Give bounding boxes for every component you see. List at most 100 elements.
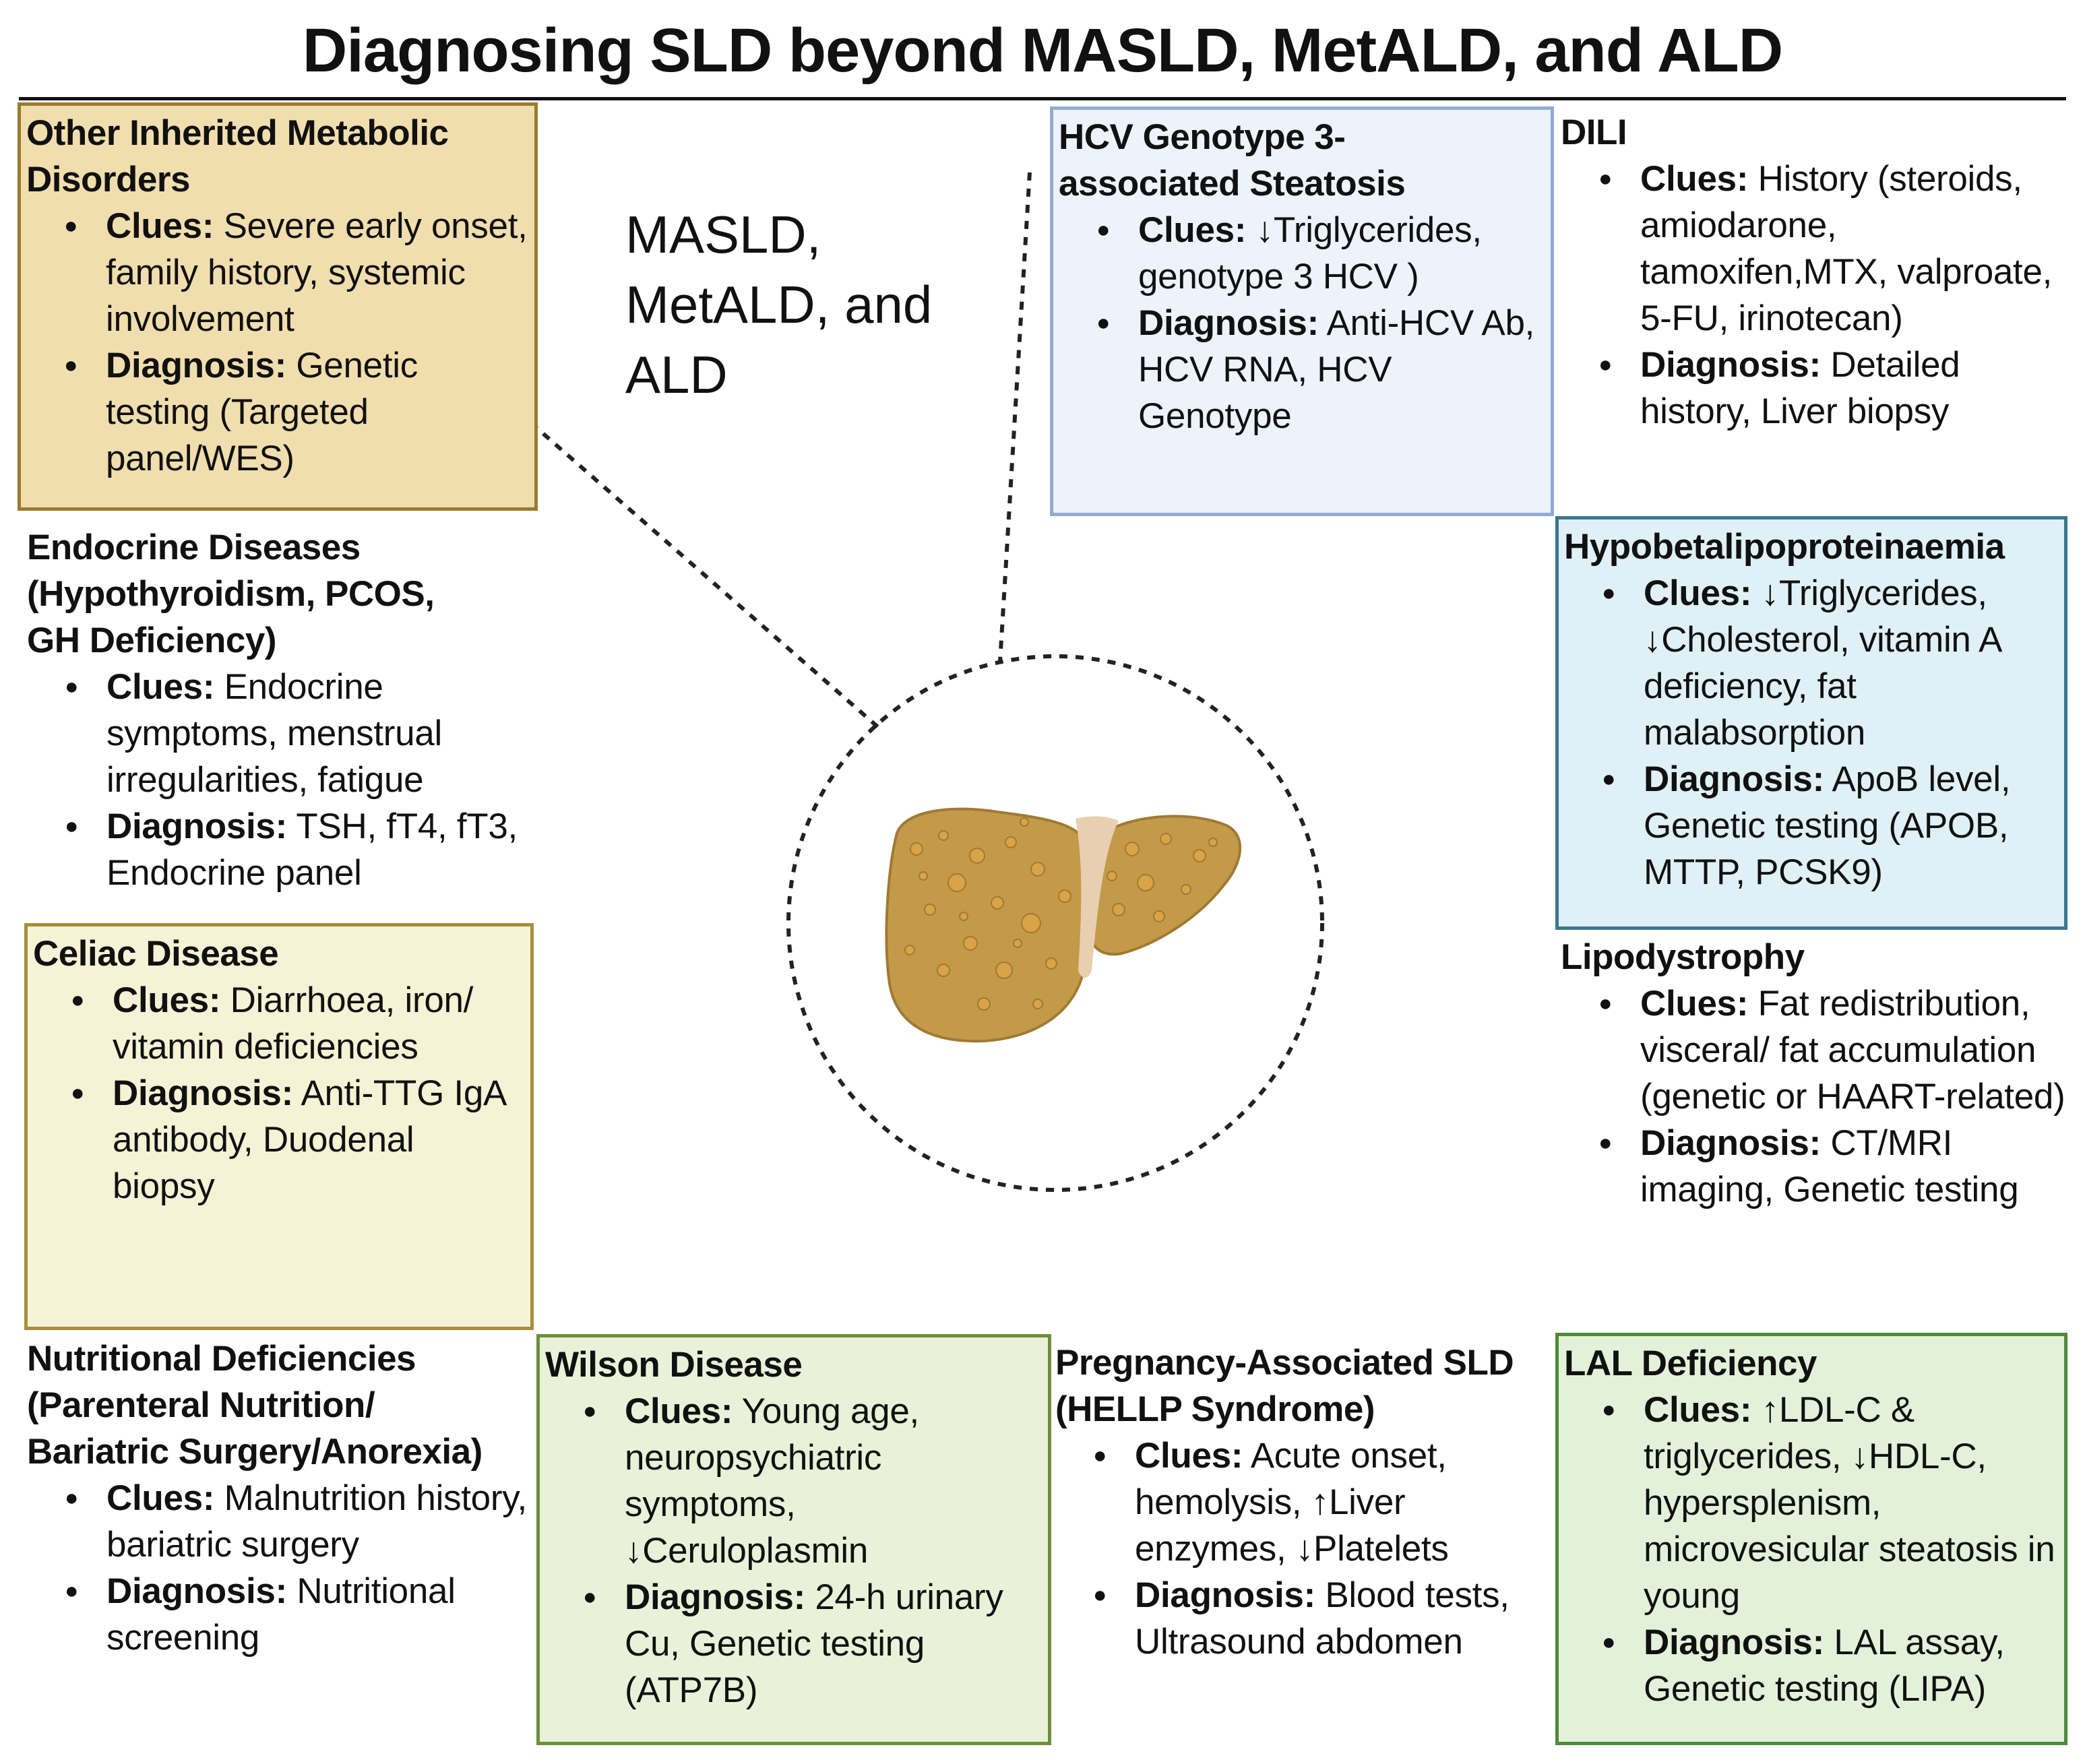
fat-droplet [938,830,949,841]
fat-droplet [1208,838,1218,847]
box-nutritional-deficiencies: Nutritional Deficiencies (Parenteral Nut… [22,1331,536,1722]
diagnosis-item: Diagnosis: Detailed history, Liver biops… [1598,342,2069,435]
box-dili: DILI Clues: History (steroids, amiodaron… [1555,105,2074,482]
clues-item: Clues: Young age, neuropsychiatric sympt… [583,1388,1042,1574]
fat-droplet [1125,842,1140,856]
heading-line: LAL Deficiency [1564,1344,1817,1383]
heading-line: Wilson Disease [545,1345,803,1385]
heading-line: (Parenteral Nutrition/ [27,1385,375,1425]
clues-item: Clues: Acute onset, hemolysis, ↑Liver en… [1093,1432,1549,1572]
clues-item: Clues: Fat redistribution, visceral/ fat… [1598,980,2076,1120]
fat-droplet [959,912,968,921]
diagnosis-item: Diagnosis: ApoB level, Genetic testing (… [1602,756,2059,895]
heading-line: DILI [1561,113,1627,152]
box-heading: DILI [1561,109,2069,156]
box-endocrine-diseases: Endocrine Diseases (Hypothyroidism, PCOS… [22,520,534,911]
fat-droplet [1160,833,1172,845]
fat-droplet [1013,939,1022,948]
box-heading: Endocrine Diseases (Hypothyroidism, PCOS… [27,524,528,664]
fat-droplet [991,896,1004,910]
diagnosis-item: Diagnosis: CT/MRI imaging, Genetic testi… [1598,1120,2076,1213]
box-pregnancy-associated-sld: Pregnancy-Associated SLD (HELLP Syndrome… [1050,1335,1554,1726]
box-lipodystrophy: Lipodystrophy Clues: Fat redistribution,… [1555,930,2081,1267]
liver-callout-circle [786,654,1324,1192]
liver-icon [885,807,1242,1043]
box-hcv-genotype3-steatosis: HCV Genotype 3- associated Steatosis Clu… [1050,106,1554,516]
box-wilson-disease: Wilson Disease Clues: Young age, neurops… [536,1334,1051,1745]
heading-line: associated Steatosis [1059,164,1406,203]
box-heading: Lipodystrophy [1561,934,2076,980]
heading-line: Hypobetalipoproteinaemia [1564,527,2005,567]
fat-droplet [963,936,978,951]
diagnosis-item: Diagnosis: 24-h urinary Cu, Genetic test… [583,1574,1042,1713]
callout-line-left [518,410,880,730]
liver-ligament [1076,816,1119,978]
clues-item: Clues: Diarrhoea, iron/ vitamin deficien… [71,977,525,1070]
heading-line: Lipodystrophy [1561,937,1805,977]
fat-droplet [995,962,1013,979]
box-heading: Pregnancy-Associated SLD (HELLP Syndrome… [1055,1340,1549,1432]
box-heading: Other Inherited Metabolic Disorders [26,110,529,203]
fat-droplet [1107,871,1117,881]
diagnosis-item: Diagnosis: Nutritional screening [65,1568,531,1661]
center-label-line: MetALD, and [625,275,933,334]
fat-droplet [924,904,936,916]
heading-line: GH Deficiency) [27,621,277,660]
diagnosis-item: Diagnosis: LAL assay, Genetic testing (L… [1602,1619,2059,1712]
diagnosis-item: Diagnosis: TSH, fT4, fT3, Endocrine pane… [65,803,528,896]
fat-droplet [977,997,991,1011]
title-underline [19,97,2066,100]
diagnosis-item: Diagnosis: Anti-TTG IgA antibody, Duoden… [71,1070,525,1209]
fat-droplet [1020,817,1029,827]
heading-line: Pregnancy-Associated SLD [1055,1343,1514,1383]
box-hypobetalipoproteinaemia: Hypobetalipoproteinaemia Clues: ↓Triglyc… [1555,516,2067,930]
fat-droplet [1045,957,1057,970]
fat-droplet [1137,874,1154,891]
box-celiac-disease: Celiac Disease Clues: Diarrhoea, iron/ v… [24,923,534,1330]
clues-item: Clues: Malnutrition history, bariatric s… [65,1475,531,1568]
heading-line: (HELLP Syndrome) [1055,1389,1375,1429]
fat-droplet [947,873,966,892]
fat-droplet [1032,999,1043,1009]
center-label-masld-metald-ald: MASLD, MetALD, and ALD [625,199,932,410]
heading-line: Bariatric Surgery/Anorexia) [27,1432,483,1472]
heading-line: Nutritional Deficiencies [27,1339,416,1379]
fat-droplet [1030,862,1045,877]
clues-item: Clues: ↓Triglycerides, genotype 3 HCV ) [1096,207,1545,300]
fat-droplet [1181,884,1191,895]
diagram-title: Diagnosing SLD beyond MASLD, MetALD, and… [302,16,1783,85]
diagnosis-item: Diagnosis: Genetic testing (Targeted pan… [64,342,529,482]
box-heading: Hypobetalipoproteinaemia [1564,524,2059,570]
fat-droplet [1021,913,1041,933]
fat-droplet [969,848,985,864]
box-heading: LAL Deficiency [1564,1340,2059,1387]
diagnosis-item: Diagnosis: Blood tests, Ultrasound abdom… [1093,1572,1549,1665]
fat-droplet [1005,836,1017,848]
heading-line: Celiac Disease [33,934,279,974]
clues-item: Clues: Endocrine symptoms, menstrual irr… [65,664,528,803]
heading-line: Disorders [26,160,190,199]
fat-droplet [1193,849,1206,862]
center-label-line: ALD [625,345,728,404]
box-inherited-metabolic: Other Inherited Metabolic Disorders Clue… [18,102,538,511]
heading-line: Endocrine Diseases [27,528,361,567]
fat-droplet [904,945,915,955]
box-heading: Wilson Disease [545,1342,1042,1388]
box-heading: HCV Genotype 3- associated Steatosis [1059,114,1545,207]
heading-line: HCV Genotype 3- [1059,117,1346,157]
box-lal-deficiency: LAL Deficiency Clues: ↑LDL-C & triglycer… [1555,1333,2067,1745]
fat-droplet [1058,889,1071,903]
fat-droplet [910,842,923,856]
clues-item: Clues: ↑LDL-C & triglycerides, ↓HDL-C, h… [1602,1387,2059,1619]
fat-droplet [937,964,950,977]
box-heading: Nutritional Deficiencies (Parenteral Nut… [27,1335,531,1475]
callout-line-right [998,172,1032,662]
fat-droplet [919,871,928,881]
center-label-line: MASLD, [625,205,821,264]
fat-droplet [1112,903,1125,916]
box-heading: Celiac Disease [33,931,525,977]
clues-item: Clues: ↓Triglycerides, ↓Cholesterol, vit… [1602,570,2059,756]
clues-item: Clues: Severe early onset, family histor… [64,203,529,342]
